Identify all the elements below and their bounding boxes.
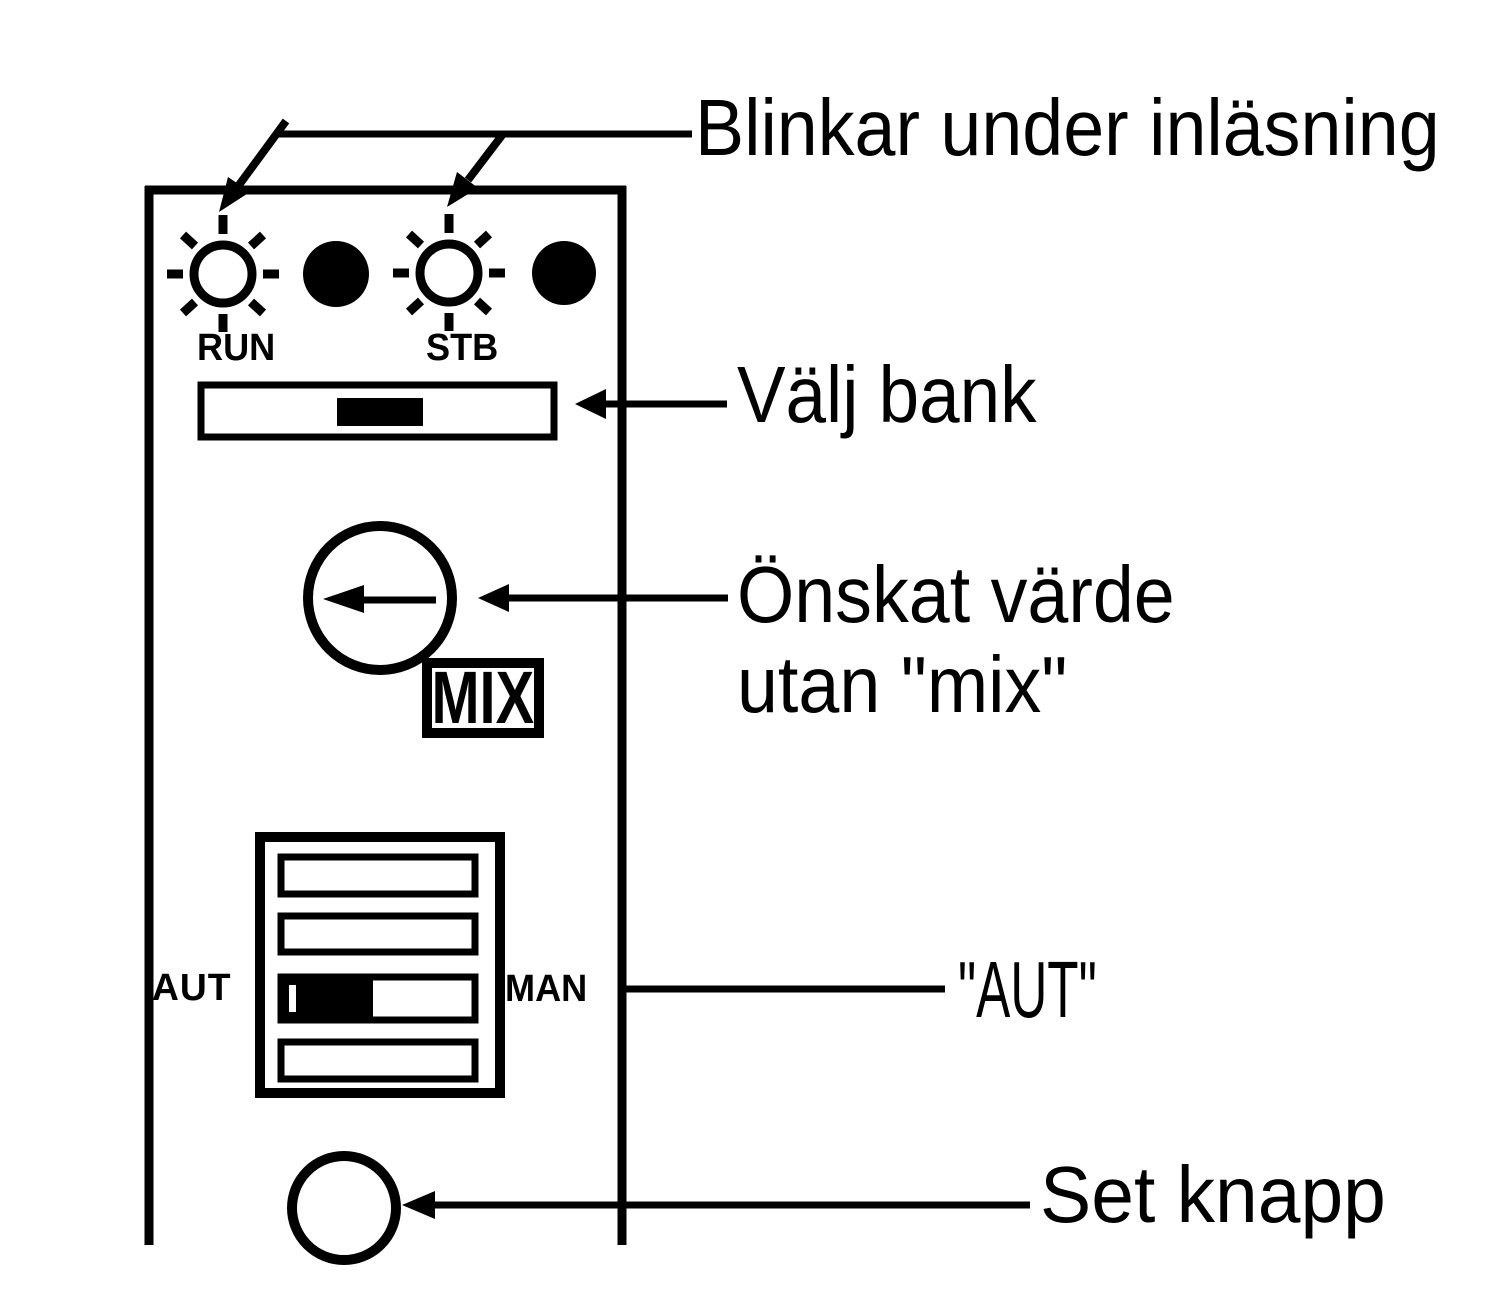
arrow-set-button-icon bbox=[402, 1191, 1030, 1219]
arrow-desired-value-icon bbox=[478, 584, 728, 612]
run-led-blink-icon bbox=[167, 215, 279, 332]
annotation-aut: "AUT" bbox=[958, 945, 1097, 1034]
blink-arrow-run-icon bbox=[219, 118, 290, 212]
dip-switch bbox=[255, 832, 505, 1098]
mix-label: MIX bbox=[431, 656, 535, 739]
switch-slot-1[interactable] bbox=[277, 853, 479, 898]
bank-selector-slider[interactable] bbox=[197, 381, 558, 441]
run-led-dot bbox=[303, 241, 369, 307]
mix-box bbox=[422, 658, 544, 738]
annotation-set-button: Set knapp bbox=[1040, 1150, 1386, 1239]
switch-right-label: MAN bbox=[505, 968, 588, 1010]
stb-led-label: STB bbox=[426, 327, 499, 369]
switch-slot-4[interactable] bbox=[277, 1038, 479, 1083]
arrow-select-bank-icon bbox=[575, 389, 727, 419]
switch-slot-3[interactable] bbox=[277, 973, 479, 1024]
annotation-desired-value-line2: utan "mix" bbox=[737, 640, 1068, 729]
blink-arrow-stb-icon bbox=[447, 131, 507, 207]
annotation-select-bank: Välj bank bbox=[737, 350, 1037, 439]
stb-led-dot bbox=[532, 241, 596, 305]
annotation-blinking: Blinkar under inläsning bbox=[695, 83, 1440, 172]
knob-pointer-icon bbox=[323, 585, 436, 613]
value-knob[interactable] bbox=[303, 521, 457, 675]
switch-slot3-position-aut bbox=[284, 980, 373, 1017]
mix-label-box: MIX bbox=[427, 656, 539, 739]
annotation-desired-value-line1: Önskat värde bbox=[737, 550, 1175, 639]
run-led-label: RUN bbox=[197, 327, 276, 369]
switch-slot-2[interactable] bbox=[277, 912, 479, 956]
switch-left-label: AUT bbox=[152, 967, 232, 1009]
set-button[interactable] bbox=[287, 1151, 401, 1265]
stb-led-blink-icon bbox=[393, 214, 505, 331]
